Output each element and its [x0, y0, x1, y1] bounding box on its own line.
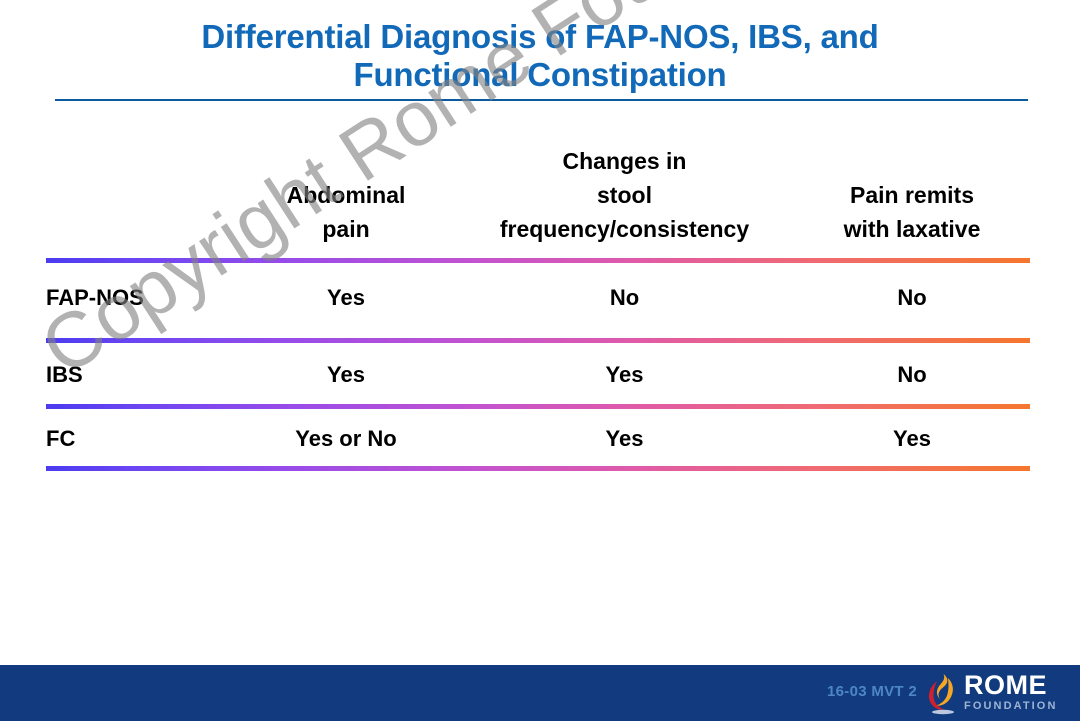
cell-fc-stool-changes: Yes — [605, 426, 644, 451]
column-header-stool-changes: Changes in stool frequency/consistency — [452, 144, 797, 246]
table-rule-bottom — [46, 466, 1030, 471]
column-header-abdominal-pain-line-1: Abdominal — [286, 182, 406, 208]
table-rule-top — [46, 258, 1030, 263]
logo-name: ROME — [964, 670, 1047, 700]
page-title: Differential Diagnosis of FAP-NOS, IBS, … — [0, 18, 1080, 94]
table-row: IBS Yes Yes No — [0, 344, 1080, 406]
table-row: FC Yes or No Yes Yes — [0, 408, 1080, 470]
logo-wordmark: ROME FOUNDATION — [964, 672, 1070, 713]
cell-ibs-abdominal-pain: Yes — [327, 362, 365, 387]
title-divider — [55, 99, 1028, 101]
flame-icon — [928, 674, 954, 715]
column-header-pain-remits-line-1: Pain remits — [850, 182, 974, 208]
table-rule-2 — [46, 404, 1030, 409]
cell-fc-abdominal-pain: Yes or No — [295, 426, 397, 451]
table-rule-1 — [46, 338, 1030, 343]
footer-bar: 16-03 MVT 2 ROME FOUNDATION — [0, 665, 1080, 721]
rome-foundation-logo: ROME FOUNDATION — [922, 669, 1072, 717]
slide-code: 16-03 MVT 2 — [826, 683, 917, 700]
column-header-stool-changes-line-1: Changes in — [562, 148, 687, 174]
column-header-pain-remits: Pain remits with laxative — [788, 178, 1036, 246]
cell-fap-nos-pain-remits: No — [897, 285, 927, 310]
column-header-abdominal-pain: Abdominal pain — [222, 178, 470, 246]
logo-tagline: FOUNDATION — [964, 700, 1058, 712]
cell-ibs-stool-changes: Yes — [605, 362, 644, 387]
row-label-ibs: IBS — [46, 362, 83, 387]
cell-fc-pain-remits: Yes — [893, 426, 931, 451]
column-header-pain-remits-line-2: with laxative — [843, 216, 981, 242]
cell-ibs-pain-remits: No — [897, 362, 927, 387]
row-label-fap-nos: FAP-NOS — [46, 285, 144, 310]
column-header-stool-changes-line-3: frequency/consistency — [499, 216, 750, 242]
table-row: FAP-NOS Yes No No — [0, 267, 1080, 329]
page-title-line-1: Differential Diagnosis of FAP-NOS, IBS, … — [201, 18, 879, 55]
column-header-stool-changes-line-2: stool — [597, 182, 652, 208]
cell-fap-nos-stool-changes: No — [609, 285, 640, 310]
column-header-abdominal-pain-line-2: pain — [322, 216, 370, 242]
row-label-fc: FC — [46, 426, 76, 451]
table-header-row: Abdominal pain Changes in stool frequenc… — [0, 130, 1080, 254]
page-title-line-2: Functional Constipation — [353, 56, 727, 93]
cell-fap-nos-abdominal-pain: Yes — [327, 285, 365, 310]
